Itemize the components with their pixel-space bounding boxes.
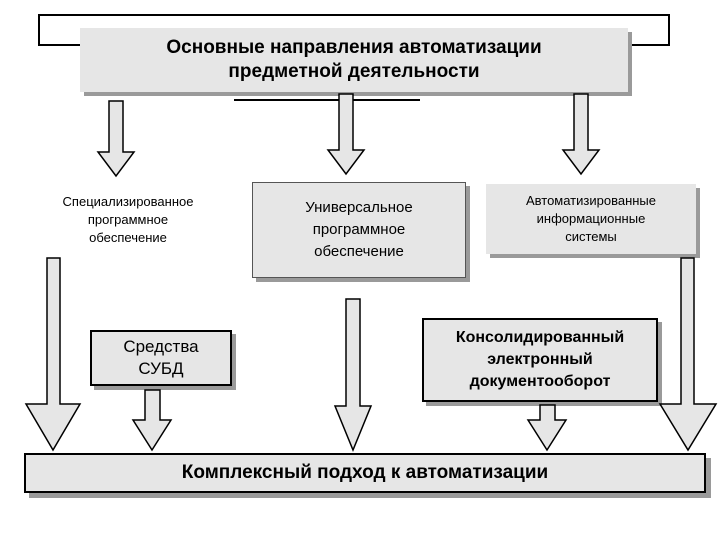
- arrow-universal-to-complex: [333, 298, 373, 452]
- node-specialized-software: Специализированное программное обеспечен…: [36, 186, 220, 254]
- node-dbms-tools: Средства СУБД: [90, 330, 232, 386]
- arrow-title-to-ais: [561, 93, 601, 176]
- title-underline: [234, 99, 420, 101]
- arrow-specialized-to-complex: [24, 257, 82, 452]
- diagram-title-text: Основные направления автоматизации предм…: [166, 37, 542, 82]
- node-information-systems: Автоматизированные информационные систем…: [486, 184, 696, 254]
- node-electronic-document-flow: Консолидированный электронный документоо…: [422, 318, 658, 402]
- arrow-title-to-specialized: [96, 100, 136, 178]
- arrow-title-to-universal: [326, 93, 366, 176]
- arrow-edms-to-complex: [526, 404, 568, 452]
- arrow-ais-to-complex: [658, 257, 718, 452]
- arrow-dbms-to-complex: [131, 389, 173, 452]
- node-universal-software: Универсальное программное обеспечение: [252, 182, 466, 278]
- node-complex-approach: Комплексный подход к автоматизации: [24, 453, 706, 493]
- diagram-title: Основные направления автоматизации предм…: [80, 28, 628, 92]
